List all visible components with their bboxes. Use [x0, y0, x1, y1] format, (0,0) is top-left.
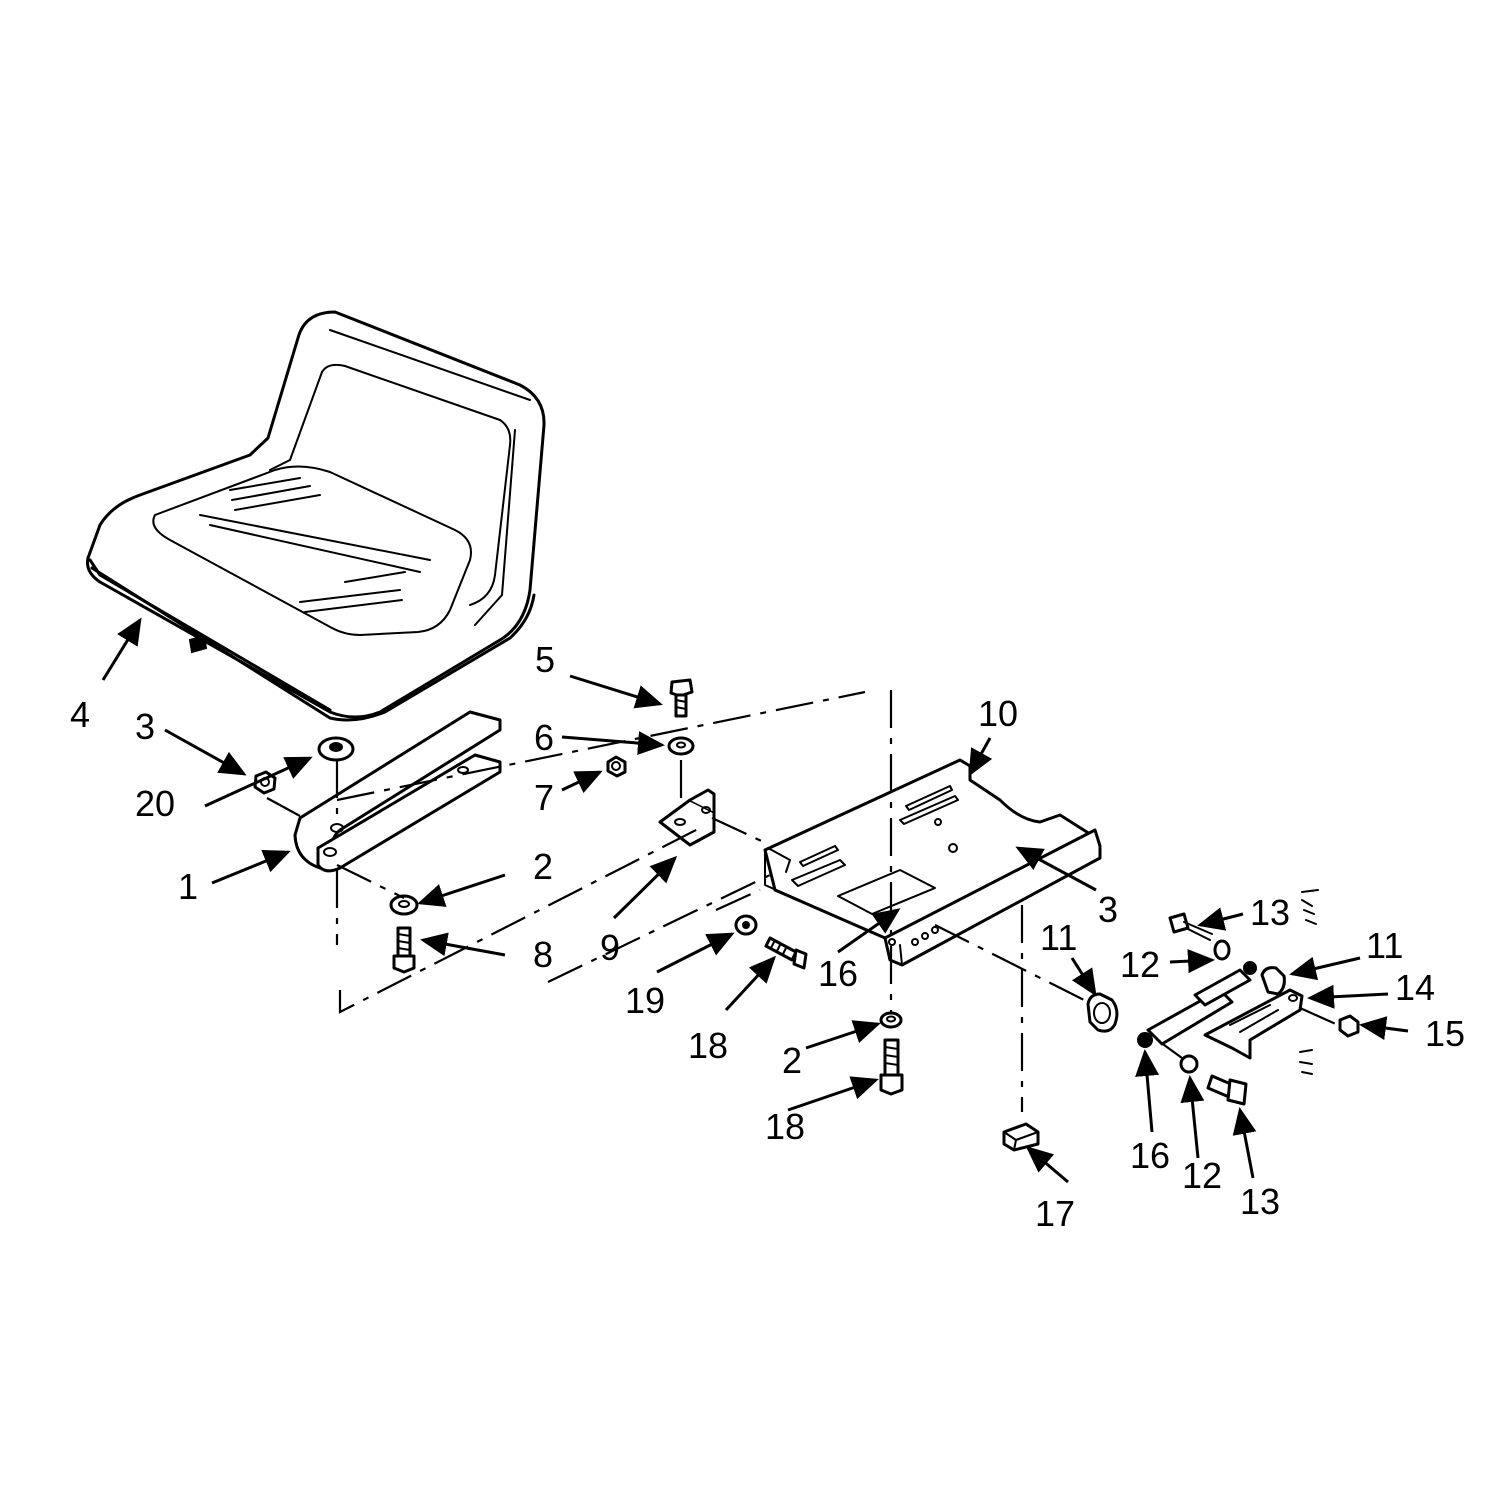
- seat-hinge-drawing: [293, 710, 502, 873]
- callout-18-upper: 18: [688, 1025, 728, 1066]
- callout-18-lower: 18: [765, 1106, 805, 1147]
- callout-3-left: 3: [135, 706, 155, 747]
- callout-9: 9: [600, 927, 620, 968]
- callout-20: 20: [135, 783, 175, 824]
- small-parts-drawing: [253, 678, 1119, 1152]
- callout-1: 1: [178, 866, 198, 907]
- callout-15: 15: [1425, 1013, 1465, 1054]
- callout-labels: 4 3 20 1 2 8 5 6 7 9 10 3 16 19 18 2 18 …: [70, 639, 1465, 1234]
- callout-5: 5: [535, 639, 555, 680]
- callout-8: 8: [533, 934, 553, 975]
- callout-10: 10: [978, 693, 1018, 734]
- callout-3-right: 3: [1098, 889, 1118, 930]
- callout-13-lower: 13: [1240, 1181, 1280, 1222]
- leader-arrows: [101, 617, 1409, 1184]
- seat-drawing: [86, 310, 546, 722]
- callout-12-upper: 12: [1120, 944, 1160, 985]
- callout-12-lower: 12: [1182, 1155, 1222, 1196]
- callout-7: 7: [534, 777, 554, 818]
- callout-16-lower: 16: [1130, 1135, 1170, 1176]
- callout-19: 19: [625, 980, 665, 1021]
- callout-11-right: 11: [1366, 925, 1403, 966]
- callout-2-lower: 2: [782, 1040, 802, 1081]
- callout-17: 17: [1035, 1193, 1075, 1234]
- callout-16-upper: 16: [818, 953, 858, 994]
- callout-14: 14: [1395, 967, 1435, 1008]
- callout-6: 6: [534, 717, 554, 758]
- callout-13-upper: 13: [1250, 892, 1290, 933]
- shock-assembly-drawing: [1137, 889, 1360, 1106]
- callout-11-left: 11: [1040, 917, 1077, 958]
- callout-4: 4: [70, 694, 90, 735]
- assembly-lines: [266, 690, 1339, 1112]
- callout-2-left: 2: [533, 846, 553, 887]
